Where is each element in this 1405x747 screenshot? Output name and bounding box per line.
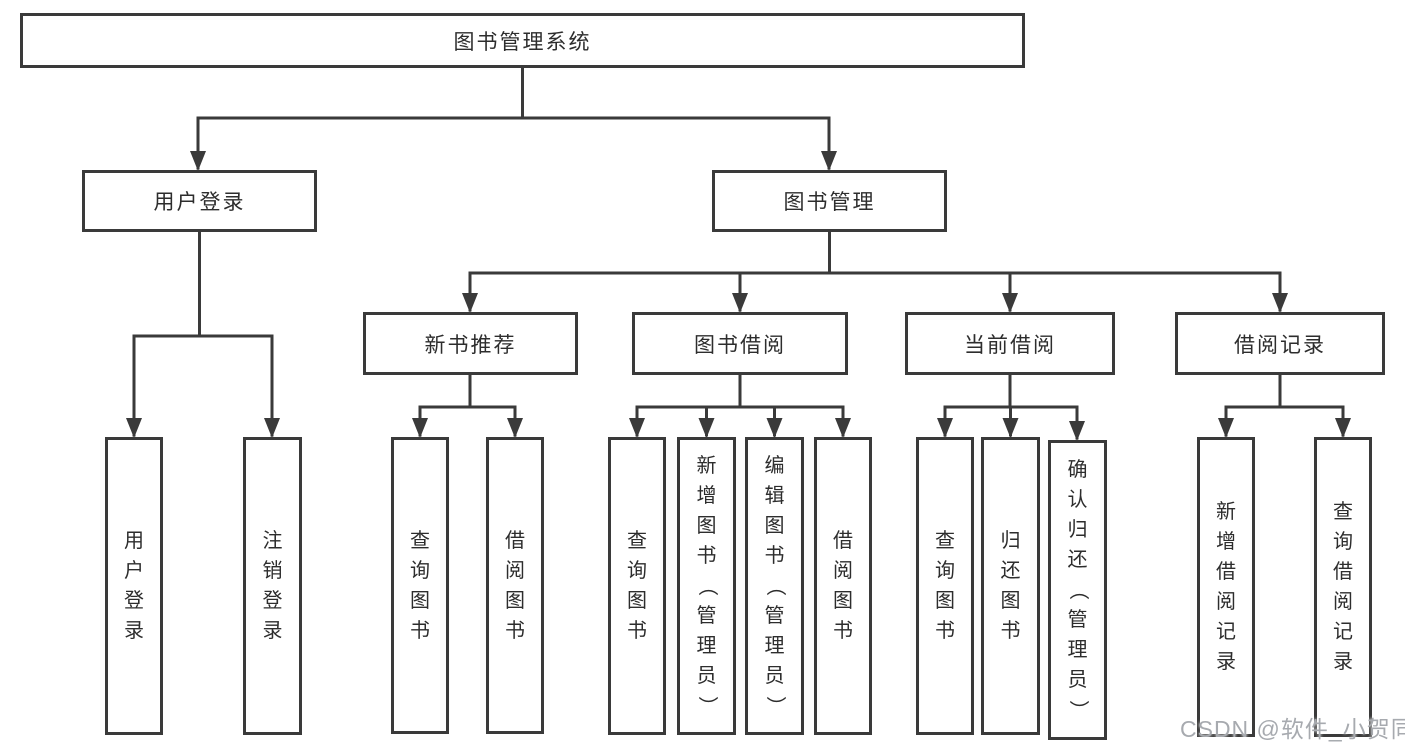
node-borrow-records: 借阅记录 (1175, 312, 1385, 375)
leaf-return-books: 归还图书 (981, 437, 1040, 735)
node-book-borrow: 图书借阅 (632, 312, 848, 375)
leaf-confirm-return-admin: 确认归还（管理员） (1048, 440, 1107, 740)
leaf-borrow-books: 借阅图书 (814, 437, 872, 735)
leaf-edit-books-admin: 编辑图书（管理员） (745, 437, 804, 735)
leaf-add-books-admin: 新增图书（管理员） (677, 437, 736, 735)
leaf-query-borrow-record: 查询借阅记录 (1314, 437, 1372, 737)
leaf-query-books-current: 查询图书 (916, 437, 974, 735)
leaf-user-login: 用户登录 (105, 437, 163, 735)
node-user-login: 用户登录 (82, 170, 317, 232)
node-book-management: 图书管理 (712, 170, 947, 232)
node-new-book-recommend: 新书推荐 (363, 312, 578, 375)
node-current-borrow: 当前借阅 (905, 312, 1115, 375)
csdn-watermark: CSDN @软件_小贺同学 (1180, 716, 1405, 742)
leaf-add-borrow-record: 新增借阅记录 (1197, 437, 1255, 737)
node-root-system: 图书管理系统 (20, 13, 1025, 68)
leaf-logout: 注销登录 (243, 437, 302, 735)
leaf-query-books-borrow: 查询图书 (608, 437, 666, 735)
leaf-query-books-recommend: 查询图书 (391, 437, 449, 734)
leaf-borrow-books-recommend: 借阅图书 (486, 437, 544, 734)
